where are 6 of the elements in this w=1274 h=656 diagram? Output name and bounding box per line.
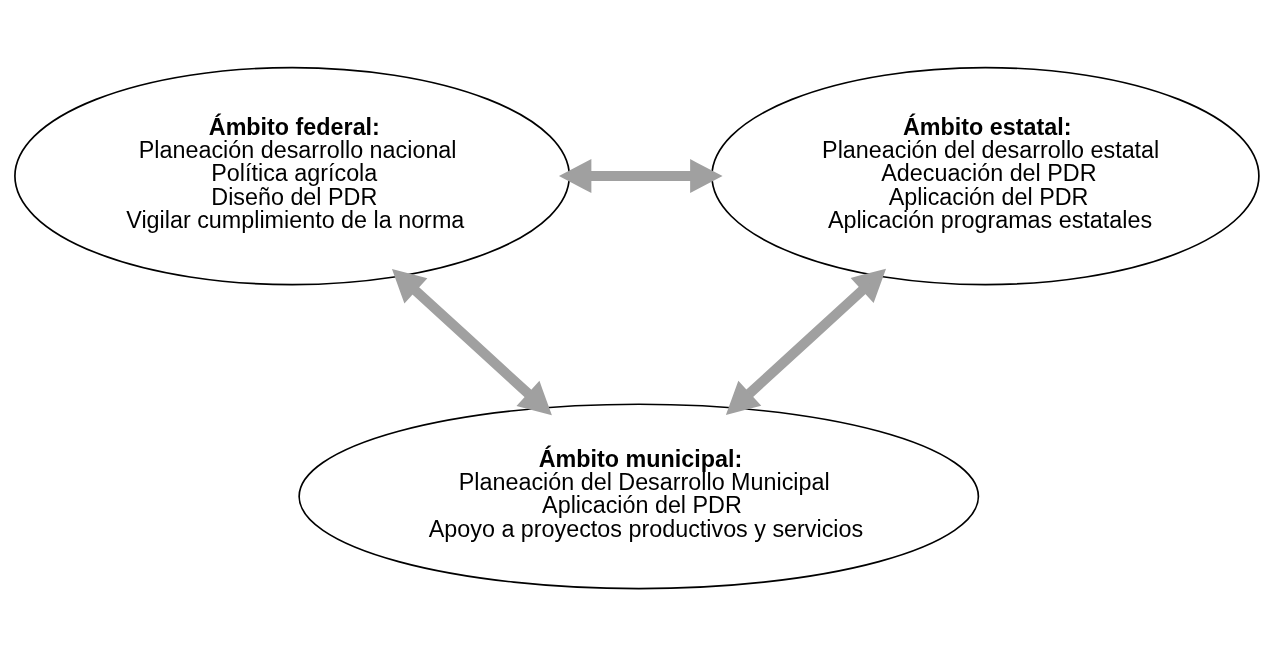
arrow (391, 269, 552, 416)
node-ellipse: Ámbito federal: Planeación desarrollo nacional Política agrícola Diseño del PDR Vigilar cumplimiento de la norma (14, 66, 571, 286)
arrow (558, 159, 723, 194)
arrow (725, 268, 887, 416)
node-ellipse: Ámbito estatal: Planeación del desarrollo estatal Adecuación del PDR Aplicación del PDR Aplicación programas estatales (711, 66, 1260, 286)
node-ellipse: Ámbito municipal: Planeación del Desarrollo Municipal Aplicación del PDR Apoyo a proyectos productivos y servicios (298, 403, 980, 590)
